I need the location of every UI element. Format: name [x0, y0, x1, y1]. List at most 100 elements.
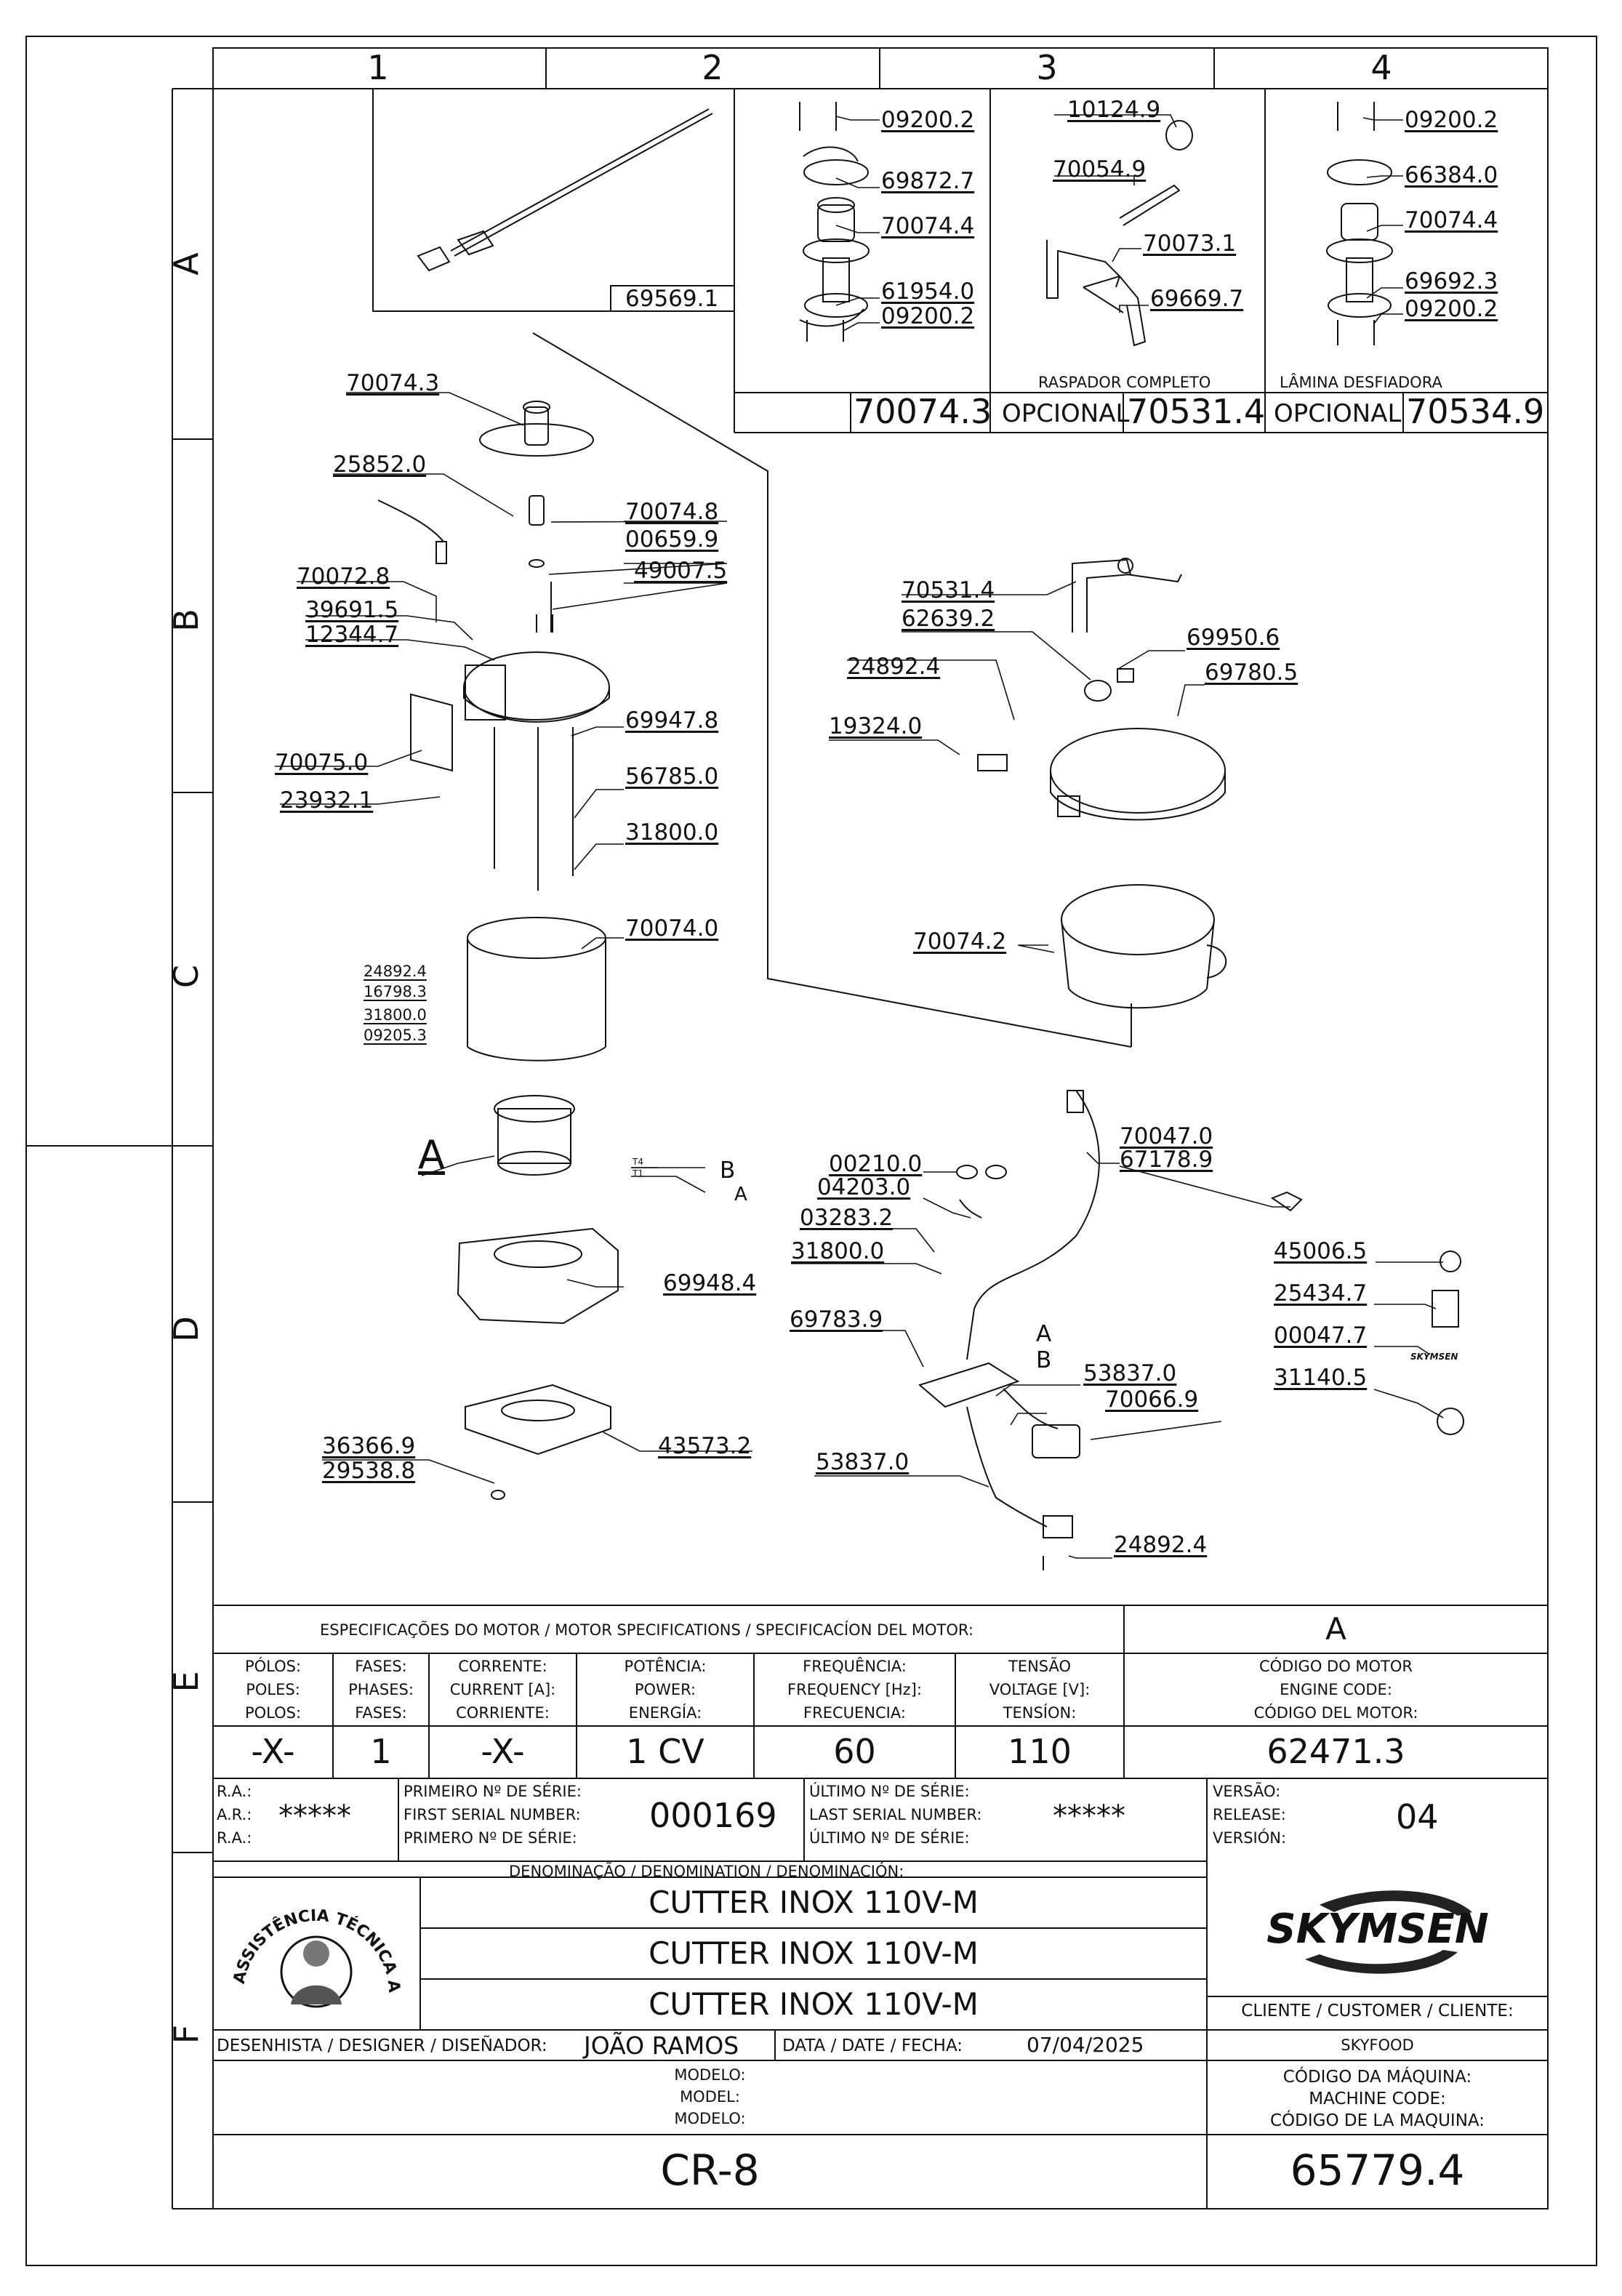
- serial-last-l3: ÚLTIMO Nº DE SÉRIE:: [809, 1829, 970, 1847]
- date-label: DATA / DATE / FECHA:: [782, 2036, 963, 2055]
- spec-voltage-value: 110: [1008, 1732, 1072, 1771]
- serial-ra1-label: R.A.:: [217, 1783, 252, 1800]
- callout-shred-top-screw: 09200.2: [1405, 107, 1498, 133]
- spec-power-l3: ENERGÍA:: [628, 1704, 702, 1722]
- callout-cable-gland: 03283.2: [800, 1205, 894, 1231]
- denomination-line-1: CUTTER INOX 110V-M: [649, 1884, 979, 1920]
- spec-phases-l3: FASES:: [355, 1704, 407, 1722]
- client-label: CLIENTE / CUSTOMER / CLIENTE:: [1241, 2002, 1514, 2020]
- spec-engine-code-value: 62471.3: [1266, 1732, 1405, 1771]
- spec-frequency-l1: FREQUÊNCIA:: [803, 1658, 907, 1675]
- box2-code: 70074.3: [854, 392, 992, 431]
- callout-scraper-pin: 70073.1: [1143, 230, 1237, 257]
- callout-board: 69783.9: [790, 1306, 883, 1333]
- callout-body-b: 16798.3: [364, 983, 427, 1000]
- row-label-e: E: [166, 1671, 206, 1693]
- outer-border: [25, 36, 1597, 2266]
- callout-long-screw: 31800.0: [625, 819, 719, 846]
- callout-shaft-pin: 25852.0: [333, 451, 427, 478]
- callout-top-plate: 69947.8: [625, 707, 719, 734]
- denomination-line-3: CUTTER INOX 110V-M: [649, 1986, 979, 2022]
- client-value: SKYFOOD: [1341, 2036, 1414, 2054]
- spec-current-value: -X-: [481, 1732, 525, 1771]
- motor-letter: A: [418, 1132, 445, 1178]
- row-label-c: C: [166, 964, 206, 989]
- row-label-d: D: [166, 1316, 206, 1342]
- denomination-line-2: CUTTER INOX 110V-M: [649, 1935, 979, 1971]
- spec-current-l3: CORRIENTE:: [456, 1704, 550, 1722]
- callout-body-a: 24892.4: [364, 963, 427, 980]
- model-value: CR-8: [660, 2146, 760, 2195]
- serial-first-value: 000169: [649, 1796, 777, 1835]
- spec-poles-l1: PÓLOS:: [244, 1658, 302, 1675]
- callout-scraper-arm: 70054.9: [1053, 156, 1147, 182]
- date-value: 07/04/2025: [1027, 2033, 1144, 2057]
- callout-shred-hub: 70074.4: [1405, 207, 1498, 233]
- callout-microswitch-holder: 12344.7: [305, 622, 399, 648]
- seal-text: ASSISTÊNCIA TÉCNICA AUTORIZADA: [222, 1884, 403, 1994]
- spec-frequency-l3: FRECUENCIA:: [803, 1704, 906, 1722]
- callout-bowl: 70074.2: [913, 928, 1007, 955]
- callout-rod-kit: 69569.1: [625, 286, 719, 312]
- callout-connector-b: 53837.0: [816, 1449, 910, 1475]
- spec-engine-code-l1: CÓDIGO DO MOTOR: [1258, 1658, 1413, 1675]
- callout-cable-clip: 67178.9: [1120, 1147, 1213, 1173]
- serial-first-l3: PRIMERO Nº DE SÉRIE:: [404, 1829, 577, 1847]
- box3-optional: OPCIONAL: [1002, 399, 1130, 428]
- serial-ra2-label: R.A.:: [217, 1829, 252, 1847]
- machine-code-l3: CÓDIGO DE LA MAQUINA:: [1269, 2111, 1485, 2130]
- box3-code: 70531.4: [1127, 392, 1266, 431]
- callout-long-rod: 56785.0: [625, 763, 719, 790]
- callout-screw-c: 39691.5: [305, 597, 399, 623]
- model-l3: MODELO:: [674, 2110, 746, 2127]
- callout-blade-lower: 61954.0: [881, 278, 975, 305]
- svg-text:ASSISTÊNCIA TÉCNICA AUTORIZADA: ASSISTÊNCIA TÉCNICA AUTORIZADA: [222, 1884, 403, 1994]
- brand-logo-text: SKYMSEN: [1266, 1906, 1488, 1953]
- spec-power-l1: POTÊNCIA:: [624, 1658, 707, 1675]
- serial-ar-label: A.R.:: [217, 1806, 252, 1823]
- spec-poles-l2: POLES:: [246, 1681, 300, 1698]
- callout-lid-pin: 69950.6: [1187, 625, 1280, 651]
- callout-shred-blade-lower: 69692.3: [1405, 268, 1498, 294]
- box4-optional: OPCIONAL: [1274, 399, 1402, 428]
- designer-value: JOÃO RAMOS: [584, 2031, 739, 2060]
- machine-code-l1: CÓDIGO DA MÁQUINA:: [1282, 2068, 1472, 2087]
- spec-phases-l2: PHASES:: [348, 1681, 414, 1698]
- callout-label-warning: 25434.7: [1274, 1280, 1368, 1306]
- callout-hub: 70074.4: [881, 213, 975, 239]
- spec-engine-code-l3: CÓDIGO DEL MOTOR:: [1253, 1704, 1418, 1722]
- spec-voltage-l2: VOLTAGE [V]:: [989, 1681, 1091, 1698]
- callout-blade-assembly: 70074.3: [346, 370, 440, 396]
- wire-t1-label: T1: [633, 1168, 643, 1179]
- version-value: 04: [1396, 1797, 1439, 1837]
- label-brand-small: SKYMSEN: [1410, 1352, 1458, 1362]
- denomination-header: DENOMINAÇÃO / DENOMINATION / DENOMINACIÓ…: [509, 1863, 904, 1880]
- column-label-4: 4: [1370, 48, 1392, 87]
- callout-scraper-blade: 69669.7: [1150, 286, 1244, 312]
- version-l2: RELEASE:: [1213, 1806, 1286, 1823]
- spec-frequency-value: 60: [833, 1732, 876, 1771]
- box4-caption: LÂMINA DESFIADORA: [1280, 374, 1442, 391]
- callout-cable-screw: 31800.0: [791, 1238, 885, 1264]
- callout-lid-knob: 62639.2: [902, 606, 995, 632]
- callout-shaft: 70074.8: [625, 499, 719, 525]
- row-label-a: A: [166, 252, 206, 276]
- motor-spec-header: ESPECIFICAÇÕES DO MOTOR / MOTOR SPECIFIC…: [320, 1621, 973, 1639]
- callout-foot-b: 29538.8: [322, 1458, 416, 1484]
- callout-label-round: 31140.5: [1274, 1365, 1368, 1391]
- row-label-f: F: [166, 2024, 206, 2044]
- spec-phases-l1: FASES:: [355, 1658, 407, 1675]
- column-label-2: 2: [702, 48, 723, 87]
- row-label-b: B: [166, 609, 206, 632]
- wire-a-label: A: [734, 1184, 747, 1205]
- spec-poles-l3: POLOS:: [244, 1704, 302, 1722]
- callout-switch-block: 70066.9: [1105, 1386, 1199, 1413]
- spec-poles-value: -X-: [251, 1732, 295, 1771]
- callout-connector-a: 53837.0: [1083, 1360, 1177, 1386]
- version-l1: VERSÃO:: [1213, 1783, 1281, 1800]
- spec-phases-value: 1: [370, 1732, 392, 1771]
- callout-label-brand: 00047.7: [1274, 1322, 1368, 1349]
- wire-t4-label: T4: [633, 1157, 643, 1167]
